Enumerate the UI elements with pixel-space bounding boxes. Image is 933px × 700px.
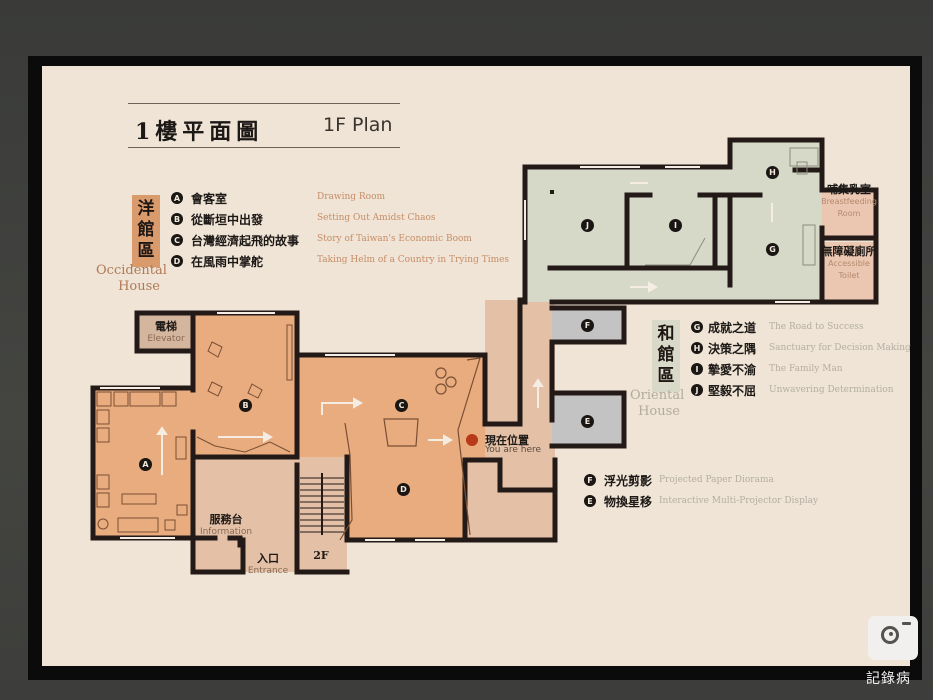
legend-item-a: A 會客室 <box>171 189 227 207</box>
information-label-en: Information <box>199 527 253 537</box>
room-badge-d-icon: D <box>397 483 410 496</box>
entrance-label-zh: 入口 <box>257 552 279 565</box>
legend-zh: 從斷垣中出發 <box>191 212 264 227</box>
legend-en: Taking Helm of a Country in Trying Times <box>317 255 510 265</box>
badge-i-icon: I <box>691 363 703 375</box>
room-badge-i-icon: I <box>669 219 682 232</box>
camera-watermark-icon <box>868 616 918 660</box>
oriental-zone-label: Oriental House <box>630 388 685 419</box>
badge-h-icon: H <box>691 342 703 354</box>
badge-c-icon: C <box>171 234 183 246</box>
title-rule-top <box>128 103 400 104</box>
badge-f-icon: F <box>584 474 596 486</box>
legend-zh: 摯愛不渝 <box>708 362 757 377</box>
legend-en: Unwavering Determination <box>769 385 894 395</box>
badge-d-icon: D <box>171 255 183 267</box>
legend-zh: 在風雨中掌舵 <box>191 254 264 269</box>
badge-j-icon: J <box>691 384 703 396</box>
legend-zh: 會客室 <box>191 191 228 206</box>
legend-zh: 台灣經濟起飛的故事 <box>191 233 300 248</box>
elevator-label: 電梯 Elevator <box>139 321 193 345</box>
badge-b-icon: B <box>171 213 183 225</box>
breastfeeding-label-en: Breastfeeding Room <box>821 197 877 218</box>
legend-en: Projected Paper Diorama <box>659 475 774 485</box>
breastfeeding-label-zh: 哺集乳室 <box>827 183 871 196</box>
watermark-text: 記錄病 <box>866 671 911 687</box>
title-zh: 1樓平面圖 <box>135 119 264 145</box>
legend-zh: 成就之道 <box>708 320 757 335</box>
title-rule-bottom <box>128 147 400 148</box>
you-are-here-marker <box>466 434 478 446</box>
legend-en: The Family Man <box>769 364 843 374</box>
legend-zh: 決策之隅 <box>708 341 757 356</box>
legend-zh: 浮光剪影 <box>604 473 653 488</box>
legend-en: Interactive Multi-Projector Display <box>659 496 819 506</box>
badge-e-icon: E <box>584 495 596 507</box>
elevator-label-en: Elevator <box>147 334 185 344</box>
legend-en: Setting Out Amidst Chaos <box>317 213 436 223</box>
legend-item-i: I 摯愛不渝 <box>691 360 756 378</box>
room-badge-e-icon: E <box>581 415 594 428</box>
badge-a-icon: A <box>171 192 183 204</box>
room-badge-h-icon: H <box>766 166 779 179</box>
room-badge-j-icon: J <box>581 219 594 232</box>
room-badge-a-icon: A <box>139 458 152 471</box>
legend-item-j: J 堅毅不屈 <box>691 381 756 399</box>
oriental-zone-tag: 和館區 <box>652 320 680 392</box>
toilet-label-en: Accessible Toilet <box>828 259 870 280</box>
occidental-zone-label: Occidental House <box>96 263 167 294</box>
room-badge-g-icon: G <box>766 243 779 256</box>
title-en: 1F Plan <box>323 114 393 136</box>
legend-en: Drawing Room <box>317 192 386 202</box>
legend-item-h: H 決策之隅 <box>691 339 756 357</box>
stairs-label-text: 2F <box>313 549 329 562</box>
legend-item-g: G 成就之道 <box>691 318 756 336</box>
legend-item-d: D 在風雨中掌舵 <box>171 252 263 270</box>
breastfeeding-room-label: 哺集乳室 Breastfeeding Room <box>820 184 878 220</box>
entrance-label-en: Entrance <box>247 566 289 576</box>
room-badge-c-icon: C <box>395 399 408 412</box>
badge-g-icon: G <box>691 321 703 333</box>
you-are-here-label-en: You are here <box>485 445 542 455</box>
you-are-here-label-zh: 現在位置 <box>485 434 529 447</box>
room-badge-b-icon: B <box>239 399 252 412</box>
information-label: 服務台 Information <box>195 514 257 538</box>
entrance-label: 入口 Entrance <box>243 553 293 577</box>
legend-item-b: B 從斷垣中出發 <box>171 210 263 228</box>
legend-item-f: F 浮光剪影 <box>584 471 652 489</box>
legend-zh: 物換星移 <box>604 494 653 509</box>
legend-en: Story of Taiwan's Economic Boom <box>317 234 472 244</box>
legend-item-e: E 物換星移 <box>584 492 652 510</box>
accessible-toilet-label: 無障礙廁所 Accessible Toilet <box>820 246 878 282</box>
legend-en: The Road to Success <box>769 322 864 332</box>
legend-zh: 堅毅不屈 <box>708 383 757 398</box>
information-label-zh: 服務台 <box>209 513 243 526</box>
legend-en: Sanctuary for Decision Making <box>769 343 911 353</box>
elevator-label-zh: 電梯 <box>155 320 177 333</box>
room-badge-f-icon: F <box>581 319 594 332</box>
stairs-label: 2F <box>306 550 336 562</box>
legend-item-c: C 台灣經濟起飛的故事 <box>171 231 299 249</box>
toilet-label-zh: 無障礙廁所 <box>821 245 877 258</box>
occidental-zone-tag: 洋館區 <box>132 195 160 267</box>
